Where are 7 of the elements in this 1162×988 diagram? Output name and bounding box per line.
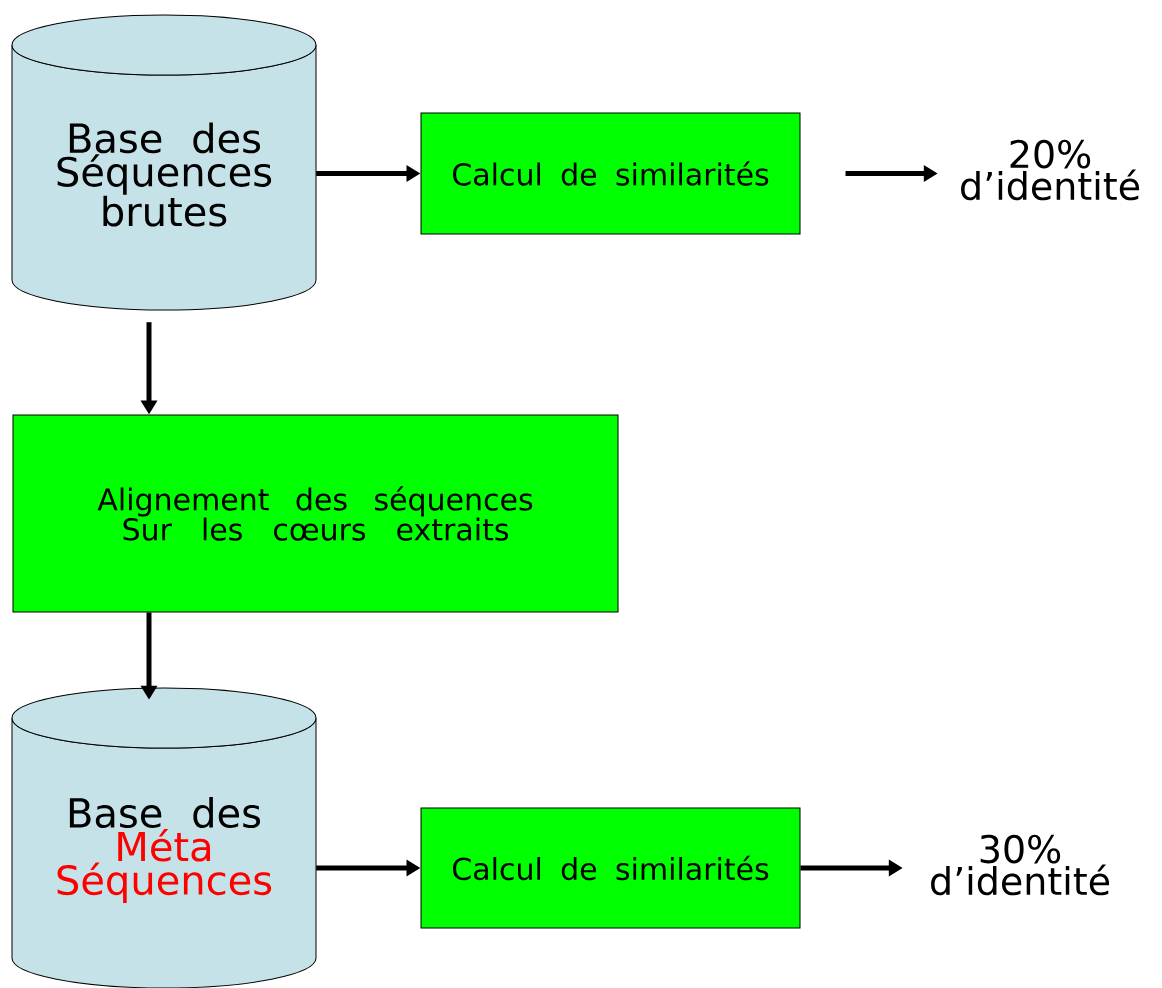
database-cylinder: Base des Méta Séquences — [11, 687, 317, 988]
result-text: 30% d’identité — [931, 834, 1110, 896]
process-box: Calcul de similarités — [420, 112, 801, 235]
result-text: 20% d’identité — [961, 139, 1140, 201]
process-box: Alignement des séquences Sur les cœurs extraits — [12, 414, 619, 613]
process-box: Calcul de similarités — [420, 807, 801, 929]
database-cylinder: Base des Séquences brutes — [11, 14, 317, 311]
